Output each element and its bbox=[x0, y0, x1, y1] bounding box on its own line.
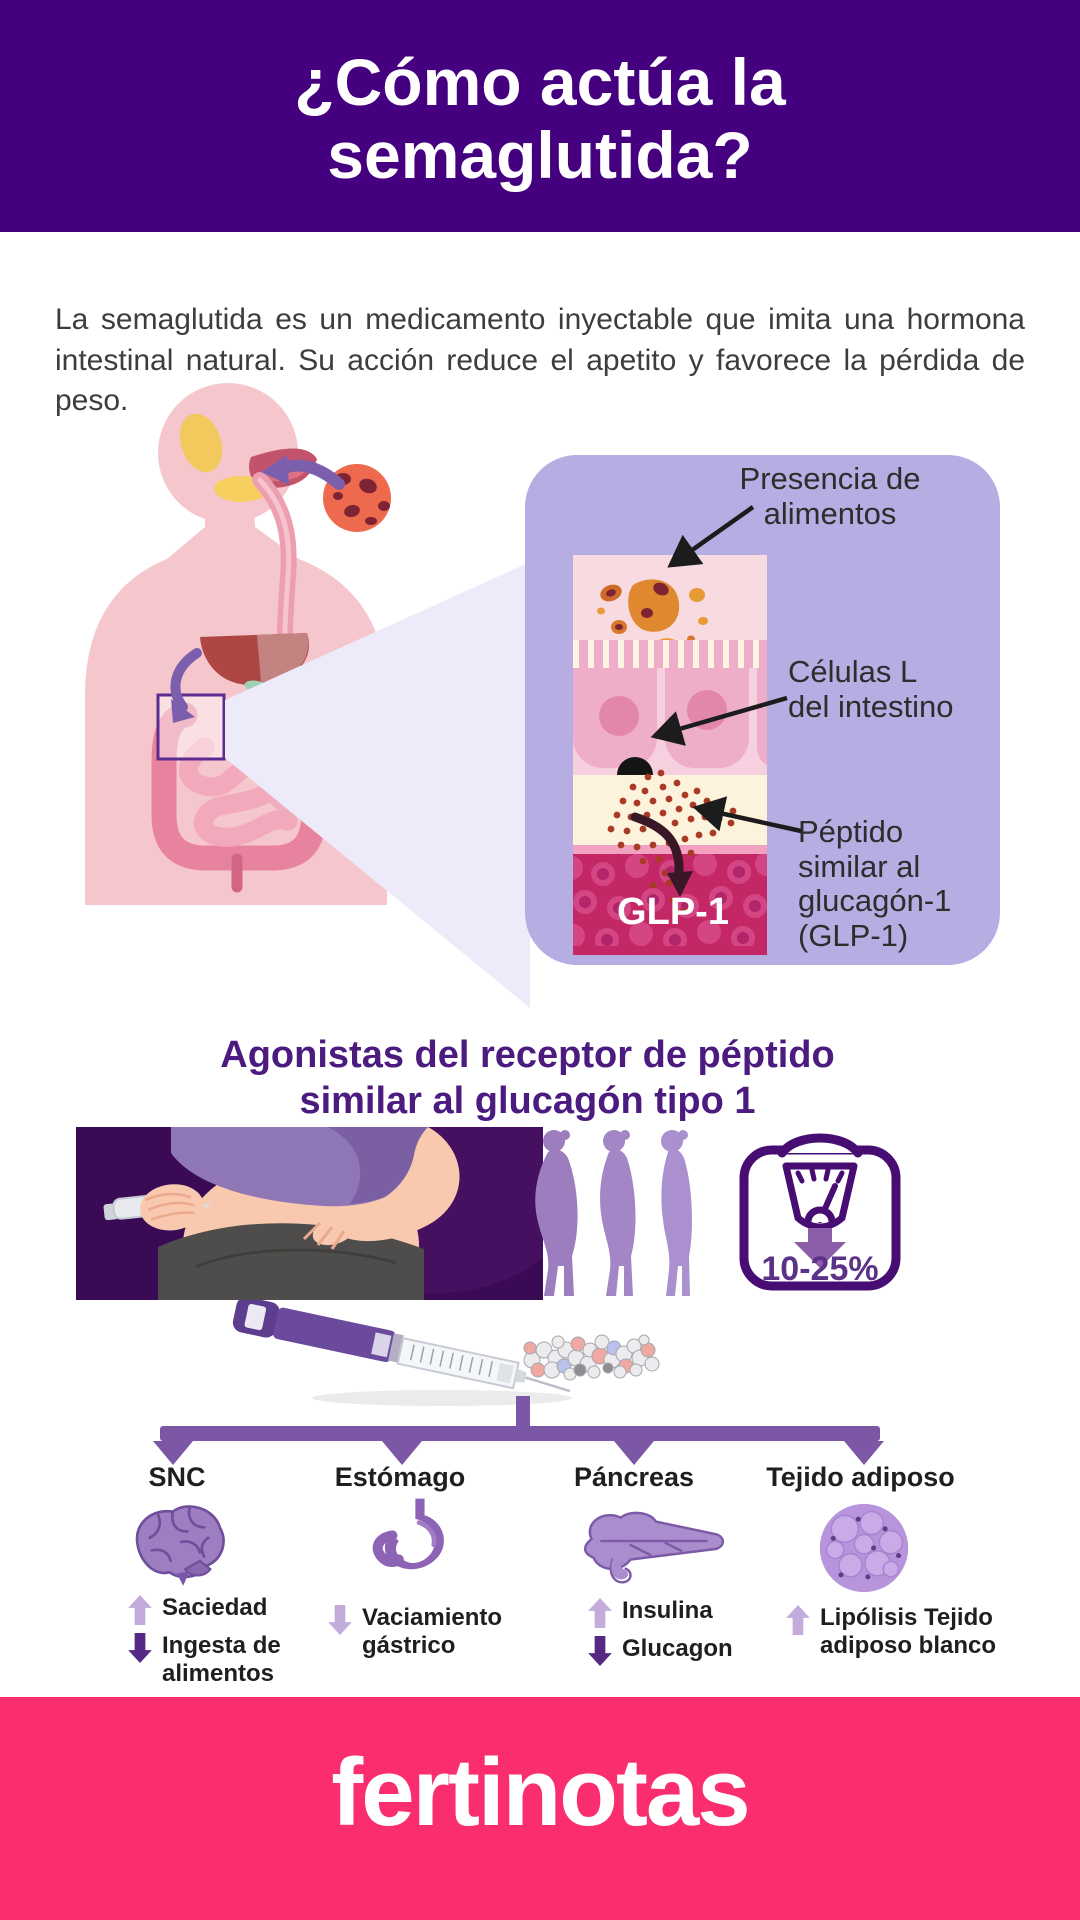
branch-pointer bbox=[844, 1441, 884, 1465]
label-glp1-peptide: Péptido similar al glucagón-1 (GLP-1) bbox=[798, 814, 952, 954]
bullet-glucagon: Glucagon bbox=[588, 1635, 788, 1666]
weight-scale-icon: 10-25% bbox=[739, 1133, 901, 1291]
organ-label-tejido-adiposo: Tejido adiposo bbox=[766, 1462, 955, 1492]
l-cell bbox=[757, 668, 767, 768]
bullet-saciedad: Saciedad bbox=[128, 1594, 328, 1625]
l-cell bbox=[573, 668, 657, 768]
intro-paragraph: La semaglutida es un medicamento inyecta… bbox=[55, 303, 1025, 417]
branch-stub bbox=[516, 1396, 530, 1430]
blood-cells bbox=[573, 852, 767, 952]
branch-pointer bbox=[153, 1441, 193, 1465]
villi-fringe bbox=[573, 640, 767, 668]
up-arrow-icon bbox=[588, 1598, 612, 1628]
up-arrow-icon bbox=[128, 1595, 152, 1625]
weight-loss-value: 10-25% bbox=[761, 1250, 878, 1288]
glp1-vessel-label: GLP-1 bbox=[617, 891, 729, 933]
page-title-line2: semaglutida? bbox=[327, 117, 753, 192]
pancreas-icon bbox=[583, 1511, 725, 1584]
brand-logo: fertinotas bbox=[331, 1739, 750, 1846]
organ-label-snc: SNC bbox=[148, 1462, 206, 1492]
bullet-vaciamiento: Vaciamiento gástrico bbox=[328, 1604, 548, 1659]
organ-label-estomago: Estómago bbox=[334, 1462, 466, 1492]
down-arrow-icon bbox=[328, 1605, 352, 1635]
up-arrow-icon bbox=[786, 1605, 810, 1635]
intestine-zoom-box bbox=[156, 693, 226, 761]
injection-scene bbox=[76, 1127, 543, 1300]
down-arrow-icon bbox=[128, 1633, 152, 1663]
stomach-icon bbox=[372, 1498, 444, 1570]
label-l-cells: Células L del intestino bbox=[788, 654, 954, 724]
organ-label-pancreas: Páncreas bbox=[573, 1462, 695, 1492]
weight-loss-silhouettes-icon bbox=[535, 1130, 692, 1296]
footer-band bbox=[0, 1697, 1080, 1920]
bullet-insulina: Insulina bbox=[588, 1597, 788, 1628]
bullet-ingesta: Ingesta de alimentos bbox=[128, 1632, 318, 1687]
down-arrow-icon bbox=[588, 1636, 612, 1666]
l-cell bbox=[665, 668, 749, 768]
branch-pointer bbox=[382, 1441, 422, 1465]
adipose-icon bbox=[819, 1503, 909, 1593]
branch-bar bbox=[160, 1426, 880, 1441]
secretion-opening bbox=[617, 757, 653, 775]
l-cells-zone bbox=[573, 668, 767, 775]
label-food-presence: Presencia de alimentos bbox=[739, 461, 921, 531]
submucosa-zone bbox=[573, 775, 767, 845]
zoom-beam bbox=[225, 562, 530, 1008]
branch-pointer bbox=[614, 1441, 654, 1465]
semaglutide-pen-and-molecule bbox=[232, 1300, 660, 1406]
brain-icon bbox=[135, 1505, 225, 1586]
intestine-wall-strip: GLP-1 bbox=[573, 555, 767, 955]
injection-pen-hand bbox=[103, 1184, 210, 1231]
header-band bbox=[0, 0, 1080, 232]
section-heading: Agonistas del receptor de péptido simila… bbox=[220, 1034, 835, 1123]
page-title-line1: ¿Cómo actúa la bbox=[294, 45, 786, 119]
bullet-lipolisis: Lipólisis Tejido adiposo blanco bbox=[786, 1604, 1026, 1659]
injection-pen-icon bbox=[232, 1300, 571, 1393]
molecule-icon bbox=[523, 1334, 660, 1381]
down-arrow-icon bbox=[794, 1228, 846, 1268]
page-title: ¿Cómo actúa la semaglutida? bbox=[0, 46, 1080, 191]
